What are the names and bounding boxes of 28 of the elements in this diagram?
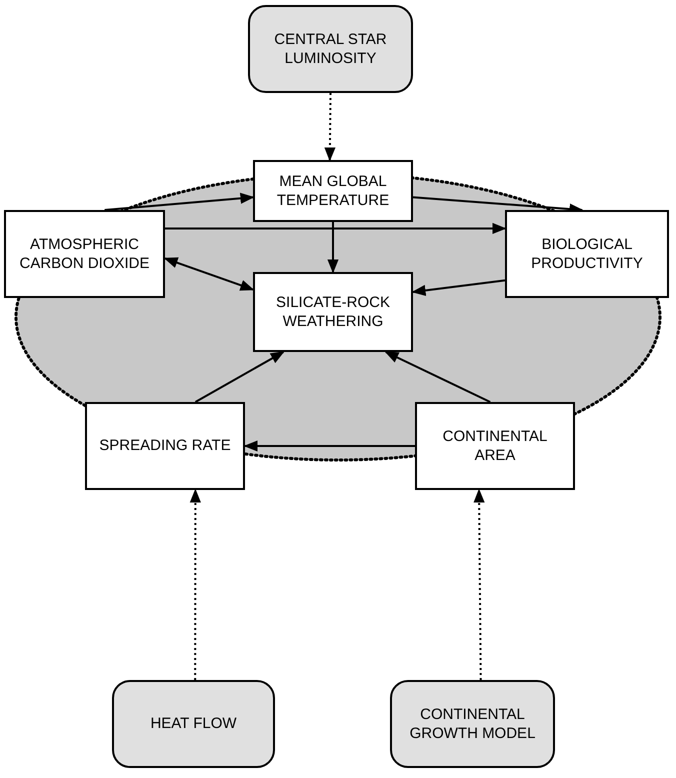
process-box bbox=[253, 160, 413, 222]
node-label: SILICATE-ROCK WEATHERING bbox=[275, 292, 391, 332]
node-label: MEAN GLOBAL TEMPERATURE bbox=[276, 172, 390, 210]
arrow bbox=[244, 440, 415, 452]
node-label: HEAT FLOW bbox=[149, 714, 238, 734]
dotted-arrow bbox=[190, 488, 201, 680]
process-box bbox=[253, 272, 413, 352]
arrow bbox=[164, 257, 254, 291]
process-box bbox=[415, 402, 575, 490]
arrow bbox=[384, 351, 491, 403]
arrow bbox=[327, 222, 339, 274]
arrow bbox=[104, 192, 254, 211]
arrow bbox=[412, 279, 506, 296]
input-box bbox=[390, 680, 555, 768]
input-box bbox=[248, 5, 413, 93]
dotted-arrow bbox=[324, 92, 336, 162]
node-label: BIOLOGICAL PRODUCTIVITY bbox=[530, 234, 644, 274]
input-box bbox=[112, 680, 275, 768]
node-label: CENTRAL STAR LUMINOSITY bbox=[273, 30, 388, 68]
node-label: ATMOSPHERIC CARBON DIOXIDE bbox=[18, 234, 151, 274]
process-box bbox=[4, 210, 165, 298]
dotted-arrow bbox=[474, 488, 485, 680]
process-box bbox=[85, 402, 245, 490]
node-label: CONTINENTAL GROWTH MODEL bbox=[408, 704, 536, 744]
arrow bbox=[194, 351, 285, 403]
node-label: SPREADING RATE bbox=[98, 436, 232, 456]
arrow bbox=[165, 222, 506, 234]
node-label: CONTINENTAL AREA bbox=[442, 426, 548, 466]
